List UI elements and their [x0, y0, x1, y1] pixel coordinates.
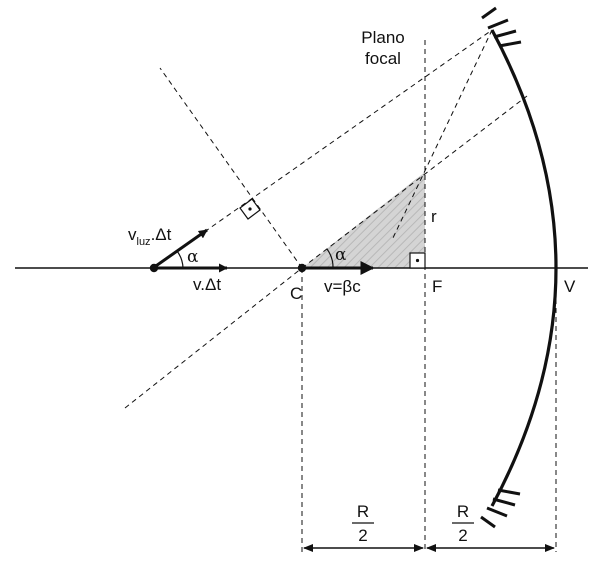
right-angle-marker-focus [409, 252, 426, 269]
concave-mirror [490, 29, 558, 507]
point-label-v: V [564, 277, 576, 296]
ray-upper [152, 29, 493, 269]
ray-reflected [391, 29, 493, 241]
mirror-mount-bottom [480, 488, 521, 529]
focal-plane-label-line1: Plano [361, 28, 404, 47]
dimension-label-right: R 2 [452, 502, 474, 545]
radius-label: r [431, 207, 437, 226]
light-vector-label: vluz.Δt [128, 225, 172, 248]
focal-plane-label-line2: focal [365, 49, 401, 68]
svg-text:R: R [357, 502, 369, 521]
angle-label-source: α [187, 247, 199, 267]
mirror-mount-top [481, 6, 522, 48]
point-label-c: C [290, 284, 302, 303]
point-label-f: F [432, 277, 442, 296]
ray-to-mirror-lower [301, 95, 528, 269]
angle-label-center: α [335, 245, 347, 265]
svg-text:2: 2 [458, 526, 467, 545]
angle-arc-source [176, 250, 184, 269]
light-vector-arrow [152, 228, 208, 270]
right-angle-marker-ray [239, 198, 261, 220]
velocity-label: v=βc [324, 277, 361, 296]
ray-lower-left [124, 267, 303, 409]
shaded-triangle [302, 172, 425, 268]
ray-central-extended [159, 67, 303, 269]
svg-text:2: 2 [358, 526, 367, 545]
center-point [297, 263, 307, 273]
source-point [149, 263, 159, 273]
svg-text:R: R [457, 502, 469, 521]
source-vector-label: v.Δt [193, 275, 221, 294]
dimension-label-left: R 2 [352, 502, 374, 545]
